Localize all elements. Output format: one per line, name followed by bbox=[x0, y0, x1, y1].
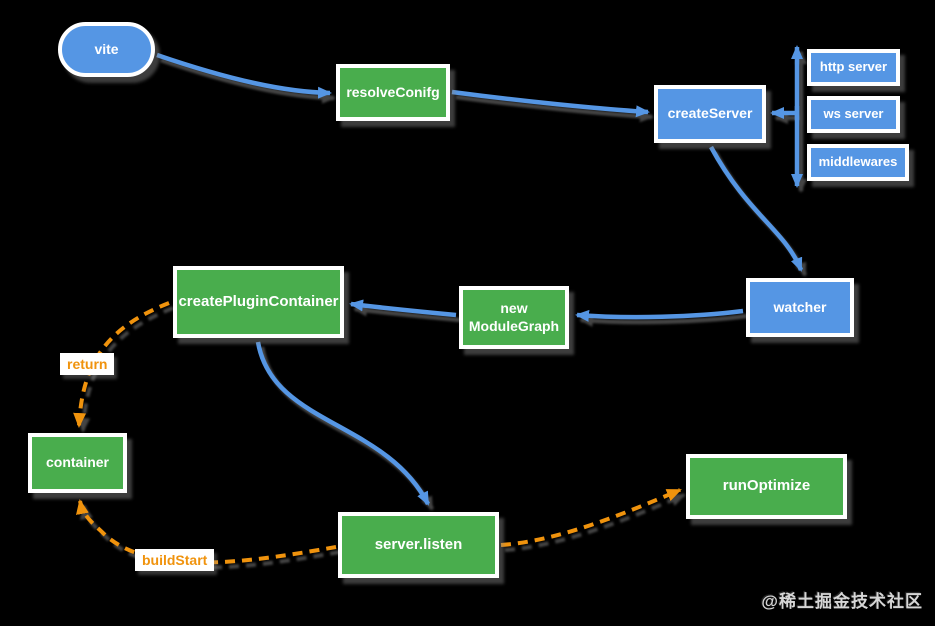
node-createserver-label: createServer bbox=[667, 105, 753, 122]
edge-vite-to-resolveconfig bbox=[156, 52, 332, 99]
node-serverlisten-label: server.listen bbox=[374, 535, 463, 553]
edge-label-return: return bbox=[60, 353, 115, 375]
node-watcher: watcher bbox=[746, 278, 854, 337]
node-middlewares: middlewares bbox=[807, 144, 909, 181]
node-httpserver-label: http server bbox=[819, 59, 888, 75]
node-createplugincontainer-label: createPluginContainer bbox=[178, 292, 339, 310]
node-watcher-label: watcher bbox=[773, 298, 827, 315]
edge-label-buildstart: buildStart bbox=[135, 549, 215, 571]
node-runoptimize-label: runOptimize bbox=[722, 477, 811, 495]
edge-createserver-to-watcher bbox=[709, 145, 804, 272]
node-vite-label: vite bbox=[94, 40, 119, 57]
edge-modulegraph-to-createplugincontainer bbox=[349, 299, 457, 318]
node-container: container bbox=[28, 433, 127, 493]
edge-createplugincontainer-to-serverlisten bbox=[255, 341, 431, 506]
node-newmodulegraph-label: new ModuleGraph bbox=[468, 300, 560, 334]
node-httpserver: http server bbox=[807, 49, 900, 86]
edge-watcher-to-modulegraph bbox=[575, 308, 744, 322]
node-createserver: createServer bbox=[654, 85, 766, 143]
node-resolveconfig-label: resolveConifg bbox=[346, 83, 440, 100]
edge-serverlisten-to-runoptimize bbox=[500, 488, 682, 547]
node-wsserver: ws server bbox=[807, 96, 900, 133]
node-vite: vite bbox=[58, 22, 155, 77]
node-createplugincontainer: createPluginContainer bbox=[173, 266, 344, 338]
node-middlewares-label: middlewares bbox=[818, 154, 898, 170]
node-resolveconfig: resolveConifg bbox=[336, 64, 450, 121]
watermark: @稀土掘金技术社区 bbox=[761, 592, 923, 611]
node-wsserver-label: ws server bbox=[823, 106, 884, 122]
node-container-label: container bbox=[45, 454, 109, 471]
node-runoptimize: runOptimize bbox=[686, 454, 847, 519]
edge-resolveconfig-to-createserver bbox=[451, 89, 650, 118]
node-newmodulegraph: new ModuleGraph bbox=[459, 286, 569, 349]
node-serverlisten: server.listen bbox=[338, 512, 499, 578]
